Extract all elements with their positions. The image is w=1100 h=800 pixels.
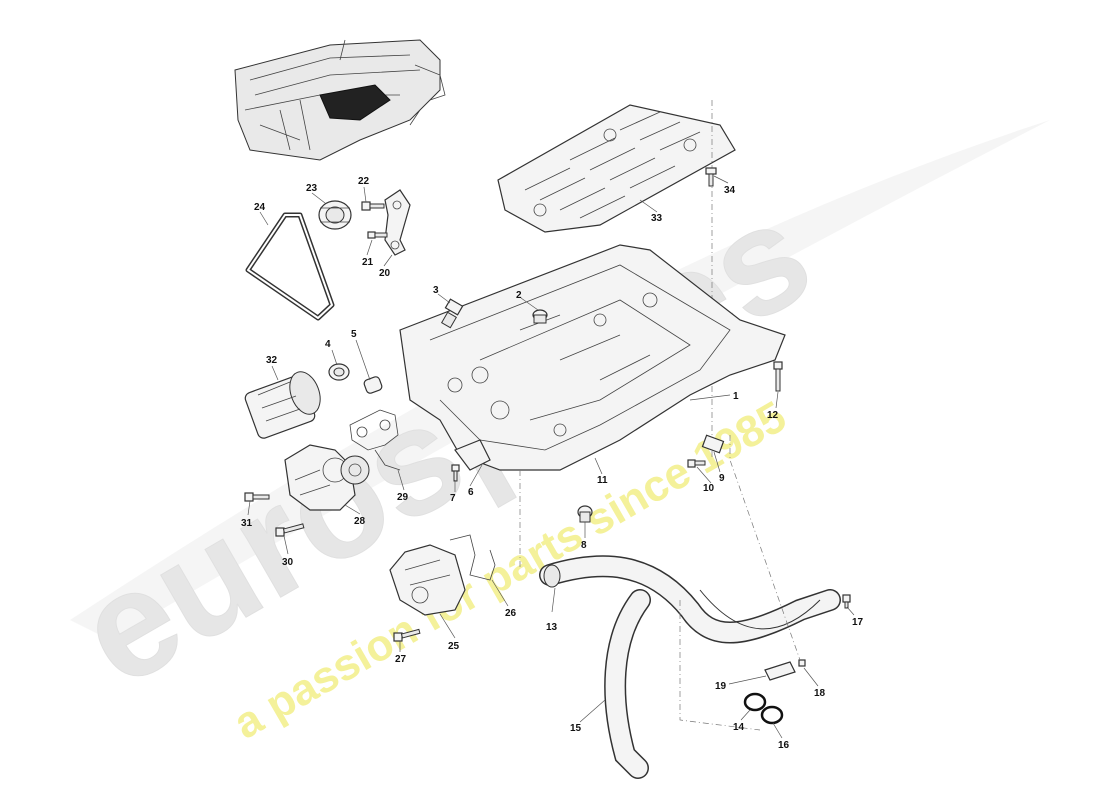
part-4-fitting xyxy=(328,363,350,381)
part-8-fitting xyxy=(577,505,593,523)
label-21[interactable]: 21 xyxy=(362,257,374,268)
label-32[interactable]: 32 xyxy=(266,355,278,366)
part-5-sleeve xyxy=(363,376,383,394)
label-6[interactable]: 6 xyxy=(468,487,474,498)
label-22[interactable]: 22 xyxy=(358,176,370,187)
label-20[interactable]: 20 xyxy=(379,268,391,279)
label-8[interactable]: 8 xyxy=(581,540,587,551)
part-27-bolt xyxy=(393,628,421,642)
label-31[interactable]: 31 xyxy=(241,518,253,529)
label-19[interactable]: 19 xyxy=(715,681,727,692)
label-14[interactable]: 14 xyxy=(733,722,745,733)
leader-lines xyxy=(247,175,855,739)
label-11[interactable]: 11 xyxy=(597,475,608,486)
part-22-bolt xyxy=(361,201,385,211)
engine-overview-image xyxy=(234,39,446,161)
part-28-oil-pump xyxy=(284,444,370,511)
part-31-bolt xyxy=(244,492,270,502)
part-16-o-ring xyxy=(760,705,784,725)
label-4[interactable]: 4 xyxy=(325,339,331,350)
part-30-bolt xyxy=(275,523,305,537)
label-13[interactable]: 13 xyxy=(546,622,558,633)
part-32-oil-filter xyxy=(244,371,321,439)
part-19-bracket xyxy=(764,661,796,681)
part-20-tensioner xyxy=(384,189,411,256)
part-2-plug xyxy=(532,309,548,324)
label-1[interactable]: 1 xyxy=(733,391,739,402)
label-10[interactable]: 10 xyxy=(703,483,715,494)
part-1-oil-pan xyxy=(399,244,786,471)
part-9-sensor xyxy=(701,434,725,454)
label-3[interactable]: 3 xyxy=(433,285,439,296)
part-13-hose xyxy=(539,555,841,644)
part-7-bolt xyxy=(451,464,460,482)
label-24[interactable]: 24 xyxy=(254,202,266,213)
part-21-bolt xyxy=(367,231,388,239)
label-16[interactable]: 16 xyxy=(778,740,790,751)
label-25[interactable]: 25 xyxy=(448,641,460,652)
label-28[interactable]: 28 xyxy=(354,516,366,527)
label-30[interactable]: 30 xyxy=(282,557,294,568)
callout-labels: 1 2 3 4 5 6 7 8 9 10 11 12 13 14 15 16 1… xyxy=(241,176,864,751)
part-33-baffle-plate xyxy=(497,104,736,233)
label-26[interactable]: 26 xyxy=(505,608,517,619)
part-12-bolt xyxy=(773,361,783,392)
label-7[interactable]: 7 xyxy=(450,493,456,504)
part-24-belt xyxy=(245,212,335,321)
label-17[interactable]: 17 xyxy=(852,617,864,628)
label-5[interactable]: 5 xyxy=(351,329,357,340)
label-9[interactable]: 9 xyxy=(719,473,725,484)
part-25-scavenge-pump xyxy=(389,544,466,616)
part-15-hose xyxy=(604,589,821,779)
part-29-gasket xyxy=(349,409,401,471)
part-18-bolt xyxy=(798,659,806,667)
label-15[interactable]: 15 xyxy=(570,723,582,734)
part-14-o-ring xyxy=(743,692,767,712)
part-17-bolt xyxy=(842,594,851,609)
label-12[interactable]: 12 xyxy=(767,410,779,421)
label-23[interactable]: 23 xyxy=(306,183,318,194)
label-2[interactable]: 2 xyxy=(516,290,522,301)
label-27[interactable]: 27 xyxy=(395,654,407,665)
part-6-bracket xyxy=(454,439,491,471)
part-23-pulley xyxy=(318,200,352,230)
part-26-gasket xyxy=(449,534,496,581)
label-29[interactable]: 29 xyxy=(397,492,409,503)
part-10-bolt xyxy=(687,459,706,468)
label-34[interactable]: 34 xyxy=(724,185,736,196)
label-33[interactable]: 33 xyxy=(651,213,663,224)
part-34-bolt xyxy=(705,167,717,187)
label-18[interactable]: 18 xyxy=(814,688,826,699)
